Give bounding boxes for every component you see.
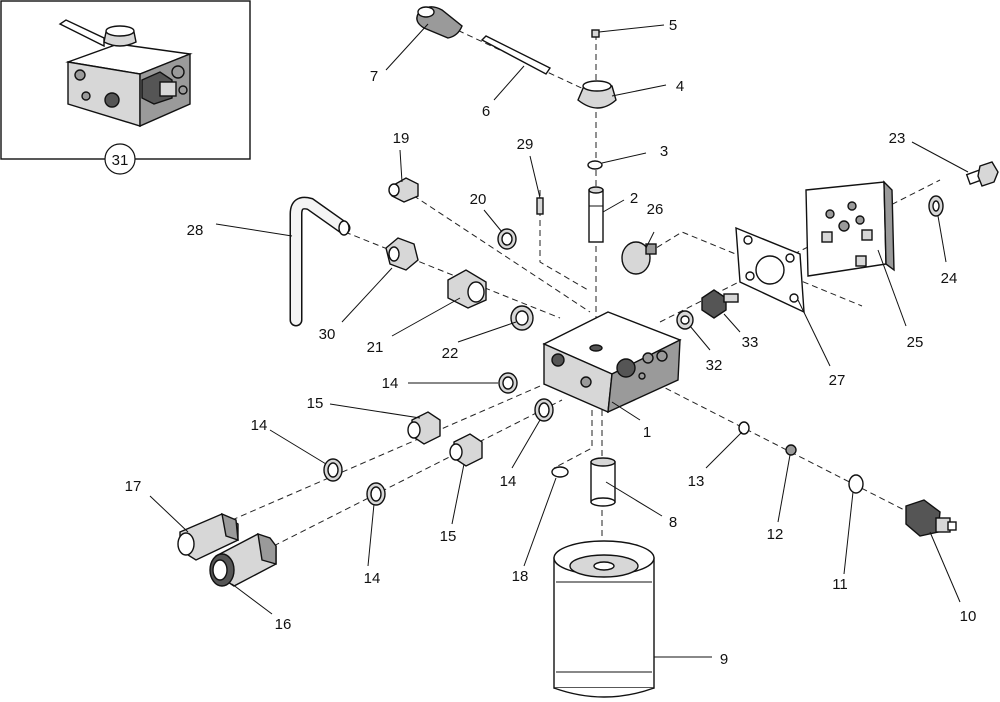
callout-14c: 14 bbox=[251, 417, 268, 434]
callout-18: 18 bbox=[512, 568, 529, 585]
part-12-o-ring bbox=[785, 444, 797, 456]
part-8-bushing bbox=[590, 457, 616, 507]
part-6-rod bbox=[480, 35, 552, 75]
part-5-set-screw bbox=[591, 29, 600, 38]
part-32-washer bbox=[676, 310, 694, 330]
part-17-coupler bbox=[177, 512, 239, 561]
callout-16: 16 bbox=[275, 616, 292, 633]
callout-20: 20 bbox=[470, 191, 487, 208]
callout-23: 23 bbox=[889, 130, 906, 147]
callout-22: 22 bbox=[442, 345, 459, 362]
part-24-washer bbox=[928, 195, 944, 217]
part-33-check-valve bbox=[701, 289, 739, 319]
callout-14a: 14 bbox=[382, 375, 399, 392]
callout-14b: 14 bbox=[500, 473, 517, 490]
part-19-fitting bbox=[388, 177, 419, 203]
part-22-washer bbox=[510, 305, 534, 331]
part-10-sensor bbox=[905, 499, 957, 537]
part-4-knob bbox=[577, 80, 617, 109]
part-1-manifold-block bbox=[542, 311, 682, 414]
part-28-bent-tube bbox=[289, 196, 351, 327]
part-27-gasket bbox=[735, 226, 805, 314]
callout-17: 17 bbox=[125, 478, 142, 495]
callout-7: 7 bbox=[370, 68, 378, 85]
callout-15b: 15 bbox=[440, 528, 457, 545]
callout-19: 19 bbox=[393, 130, 410, 147]
callout-24: 24 bbox=[941, 270, 958, 287]
part-20-washer bbox=[497, 228, 517, 250]
part-23-bolt bbox=[965, 161, 999, 187]
callout-32: 32 bbox=[706, 357, 723, 374]
part-21-fitting bbox=[447, 269, 487, 309]
callout-11: 11 bbox=[832, 576, 848, 593]
part-18-snap-ring bbox=[551, 466, 569, 478]
callout-1: 1 bbox=[643, 424, 651, 441]
callout-12: 12 bbox=[767, 526, 784, 543]
part-3-o-ring bbox=[587, 160, 603, 170]
part-9-filter bbox=[553, 540, 655, 698]
callout-25: 25 bbox=[907, 334, 924, 351]
callout-5: 5 bbox=[669, 17, 677, 34]
callout-10: 10 bbox=[960, 608, 977, 625]
callout-9: 9 bbox=[720, 651, 728, 668]
part-15-fittings bbox=[407, 411, 483, 467]
part-2-pin bbox=[588, 186, 604, 243]
callout-33: 33 bbox=[742, 334, 759, 351]
part-26-plug bbox=[621, 241, 657, 275]
callout-2: 2 bbox=[630, 190, 638, 207]
callout-21: 21 bbox=[367, 339, 384, 356]
callout-26: 26 bbox=[647, 201, 664, 218]
callout-labels: 1 2 3 4 5 6 7 8 9 10 11 12 13 14 14 14 1… bbox=[112, 17, 977, 668]
part-11-o-ring bbox=[848, 474, 864, 494]
inset-assembly-31 bbox=[0, 0, 251, 175]
callout-3: 3 bbox=[660, 143, 668, 160]
part-29-small-pin bbox=[536, 197, 544, 215]
part-16-coupler bbox=[209, 532, 277, 587]
part-14-washers bbox=[323, 372, 554, 506]
part-25-mount-plate bbox=[805, 180, 895, 277]
leader-lines bbox=[149, 23, 969, 658]
part-13-o-ring bbox=[738, 421, 750, 435]
callout-6: 6 bbox=[482, 103, 490, 120]
callout-31: 31 bbox=[112, 152, 129, 169]
part-30-nut bbox=[385, 237, 419, 271]
callout-14d: 14 bbox=[364, 570, 381, 587]
callout-30: 30 bbox=[319, 326, 336, 343]
callout-29: 29 bbox=[517, 136, 534, 153]
callout-15a: 15 bbox=[307, 395, 324, 412]
callout-27: 27 bbox=[829, 372, 846, 389]
callout-28: 28 bbox=[187, 222, 204, 239]
callout-13: 13 bbox=[688, 473, 705, 490]
callout-4: 4 bbox=[676, 78, 684, 95]
part-7-handle-grip bbox=[416, 6, 463, 39]
callout-8: 8 bbox=[669, 514, 677, 531]
